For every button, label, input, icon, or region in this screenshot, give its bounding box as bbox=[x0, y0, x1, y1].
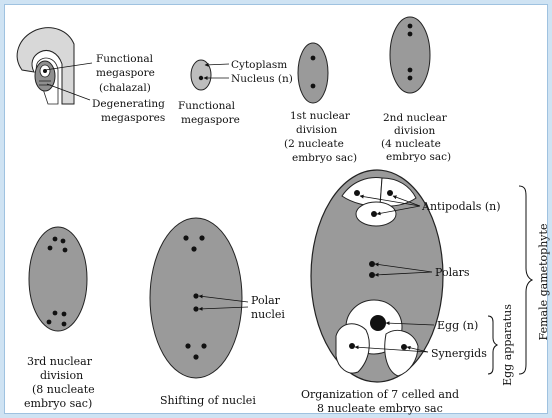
label-organization-line2: 8 nucleate embryo sac bbox=[317, 402, 443, 415]
label-nucleus: Nucleus (n) bbox=[231, 73, 293, 85]
label-functional-megaspore-chalazal-line2: megaspore bbox=[96, 67, 155, 79]
functional-megaspore-cell bbox=[191, 60, 229, 90]
label-third-division-line4: embryo sac) bbox=[24, 397, 92, 410]
label-first-division-line4: embryo sac) bbox=[292, 152, 357, 164]
label-polar-nuclei-line1: Polar bbox=[251, 294, 281, 307]
label-organization-line1: Organization of 7 celled and bbox=[301, 388, 459, 401]
shifting-nuclei-sac bbox=[150, 218, 248, 378]
female-gametophyte-brace bbox=[519, 186, 532, 374]
label-degenerating-megaspores-line1: Degenerating bbox=[92, 98, 165, 110]
label-second-division-line3: (4 nucleate bbox=[381, 138, 441, 150]
label-first-division-line3: (2 nucleate bbox=[284, 138, 344, 150]
label-third-division-line1: 3rd nuclear bbox=[27, 355, 93, 368]
label-third-division-line2: division bbox=[40, 369, 83, 382]
eight-nucleate-sac bbox=[29, 227, 87, 331]
four-nucleate-sac bbox=[390, 17, 430, 93]
label-polar-nuclei-line2: nuclei bbox=[251, 308, 285, 321]
label-egg-apparatus: Egg apparatus bbox=[501, 304, 514, 386]
label-synergids: Synergids bbox=[431, 347, 487, 360]
label-functional-megaspore-chalazal-line3: (chalazal) bbox=[99, 82, 151, 94]
label-functional-megaspore-line2: megaspore bbox=[181, 114, 240, 126]
label-functional-megaspore-line1: Functional bbox=[178, 100, 236, 112]
label-antipodals: Antipodals (n) bbox=[421, 200, 501, 213]
label-shifting-of-nuclei: Shifting of nuclei bbox=[160, 394, 256, 407]
label-first-division-line2: division bbox=[296, 124, 337, 136]
label-third-division-line3: (8 nucleate bbox=[32, 383, 95, 396]
label-degenerating-megaspores-line2: megaspores bbox=[101, 112, 165, 124]
label-polars: Polars bbox=[435, 266, 470, 279]
label-first-division-line1: 1st nuclear bbox=[290, 110, 351, 122]
label-female-gametophyte: Female gametophyte bbox=[537, 224, 550, 341]
egg-apparatus-brace bbox=[488, 316, 497, 374]
label-egg: Egg (n) bbox=[437, 319, 478, 332]
ovule-figure bbox=[17, 28, 92, 104]
label-cytoplasm: Cytoplasm bbox=[231, 59, 287, 71]
label-functional-megaspore-chalazal-line1: Functional bbox=[96, 53, 154, 65]
two-nucleate-sac bbox=[298, 43, 328, 103]
label-second-division-line4: embryo sac) bbox=[386, 151, 451, 163]
label-second-division-line1: 2nd nuclear bbox=[383, 112, 448, 124]
label-second-division-line2: division bbox=[394, 125, 435, 137]
